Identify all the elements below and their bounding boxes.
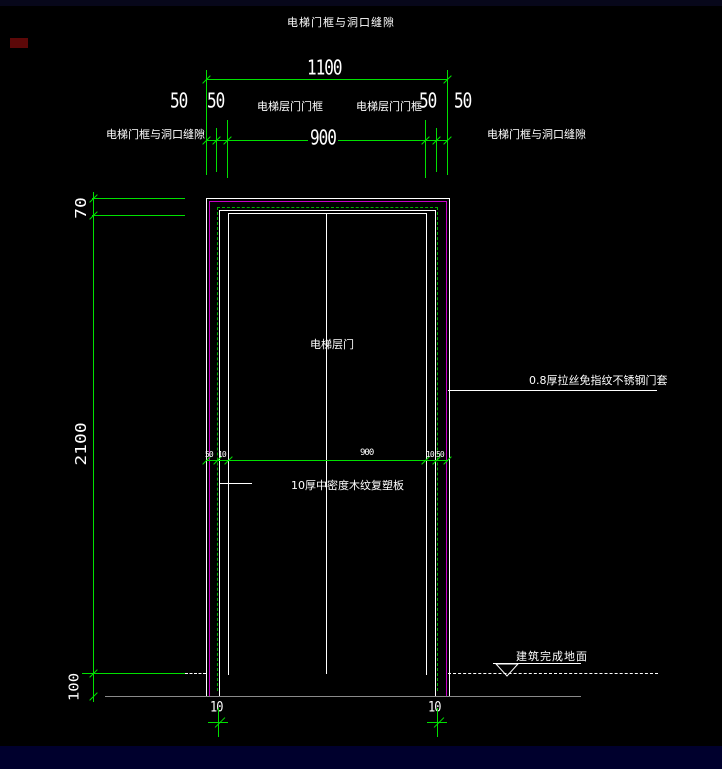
- door-frame-seal-dashed: [217, 207, 438, 691]
- label-left-gap: 电梯门框与洞口缝隙: [106, 128, 205, 141]
- extension-line: [227, 120, 228, 178]
- dim-floor-depth: 100: [67, 672, 83, 702]
- dim-line-middle: [206, 460, 448, 461]
- dim-overall-width: 1100: [307, 55, 343, 80]
- extension-line: [436, 128, 437, 172]
- structural-slab-line: [105, 696, 581, 697]
- label-left-frame: 电梯层门门框: [257, 100, 323, 113]
- extension-line: [447, 70, 448, 175]
- top-strip: [0, 0, 722, 6]
- dim-line-1100: [206, 79, 448, 80]
- note-steel-frame: 0.8厚拉丝免指纹不锈钢门套: [529, 374, 668, 387]
- dim-bottom-left: 10: [210, 698, 223, 716]
- extension-line: [206, 70, 207, 175]
- door-label: 电梯层门: [310, 338, 354, 351]
- door-frame-inner: [219, 210, 436, 697]
- dim-line-vertical: [93, 192, 94, 702]
- dim-right-gap: 50: [454, 88, 472, 113]
- extension-line: [425, 120, 426, 178]
- dim-mid-left-frame: 50: [205, 450, 214, 459]
- door-leaf-meeting-line: [326, 213, 327, 674]
- finished-floor-dashed-line: [185, 673, 206, 674]
- toolbar-fragment: [10, 38, 28, 48]
- dim-opening-width: 900: [308, 125, 338, 150]
- dim-mid-opening: 900: [360, 448, 374, 458]
- dim-lintel: 70: [72, 197, 90, 219]
- door-frame-outer: [206, 198, 450, 697]
- note-board: 10厚中密度木纹复塑板: [291, 479, 404, 492]
- label-right-gap: 电梯门框与洞口缝隙: [487, 128, 586, 141]
- dim-left-frame: 50: [207, 88, 225, 113]
- dim-mid-right-frame: 50: [436, 450, 445, 459]
- dim-mid-left-gap: 10: [218, 450, 227, 459]
- dim-left-gap: 50: [170, 88, 188, 113]
- leader-steel-frame: [448, 390, 657, 391]
- dim-bottom-right: 10: [428, 698, 441, 716]
- bottom-status-strip: [0, 746, 722, 769]
- note-finished-floor: 建筑完成地面: [516, 650, 588, 663]
- dim-door-height: 2100: [72, 422, 90, 466]
- floor-level-line: [493, 663, 581, 664]
- dim-right-frame: 50: [419, 88, 437, 113]
- extension-line: [216, 128, 217, 172]
- extension-line: [92, 215, 185, 216]
- leader-board: [220, 483, 252, 484]
- extension-line: [82, 673, 185, 674]
- finished-floor-dashed-line: [448, 673, 658, 674]
- door-opening: [228, 213, 427, 675]
- door-frame-magenta: [209, 201, 447, 697]
- label-right-frame: 电梯层门门框: [356, 100, 422, 113]
- extension-line: [92, 198, 185, 199]
- drawing-title: 电梯门框与洞口缝隙: [287, 16, 395, 29]
- dim-mid-right-gap: 10: [426, 450, 435, 459]
- elevation-marker-icon: [495, 663, 519, 677]
